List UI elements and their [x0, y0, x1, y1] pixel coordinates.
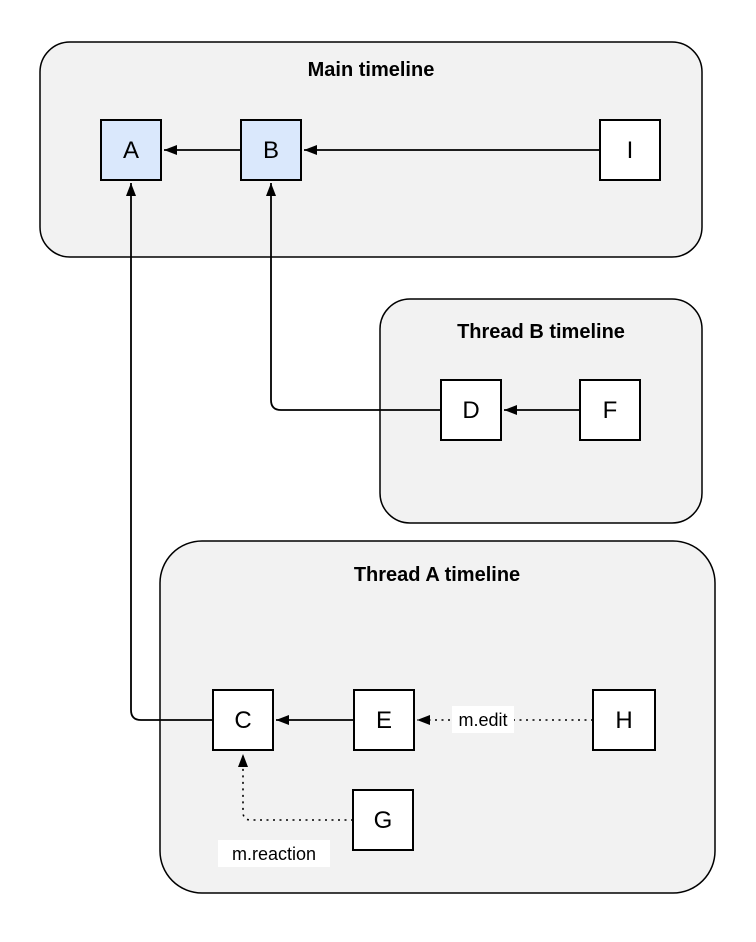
container-thread-a-timeline-title: Thread A timeline — [354, 564, 520, 586]
node-h: H — [592, 689, 656, 751]
node-a-label: A — [123, 137, 139, 164]
node-d-label: D — [462, 397, 479, 424]
node-d-box — [440, 379, 502, 441]
node-f-label: F — [603, 397, 618, 424]
edge-label-m-edit-text: m.edit — [458, 710, 507, 730]
container-main-timeline-title: Main timeline — [308, 59, 435, 81]
node-i-label: I — [627, 137, 634, 164]
node-i-box — [599, 119, 661, 181]
node-g-box — [352, 789, 414, 851]
node-e: E — [353, 689, 415, 751]
node-g: G — [352, 789, 414, 851]
edge-d-to-b — [266, 183, 441, 411]
edge-label-m-reaction-bg — [218, 840, 330, 867]
node-h-label: H — [615, 707, 632, 734]
node-i: I — [599, 119, 661, 181]
edge-label-m-reaction-text: m.reaction — [232, 844, 316, 864]
node-e-label: E — [376, 707, 392, 734]
container-thread-b-timeline-title: Thread B timeline — [457, 321, 625, 343]
node-f: F — [579, 379, 641, 441]
node-f-box — [579, 379, 641, 441]
node-b-label: B — [263, 137, 279, 164]
node-c: C — [212, 689, 274, 751]
container-thread-a-timeline: Thread A timeline — [159, 540, 716, 894]
node-c-label: C — [234, 707, 251, 734]
node-e-box — [353, 689, 415, 751]
edge-label-m-edit: m.edit — [452, 706, 514, 733]
edge-label-m-reaction: m.reaction — [218, 840, 330, 867]
container-thread-b-timeline: Thread B timeline — [379, 298, 703, 524]
node-a: A — [100, 119, 162, 181]
node-a-box — [100, 119, 162, 181]
container-thread-a-timeline-box — [159, 540, 716, 894]
container-thread-b-timeline-box — [379, 298, 703, 524]
node-h-box — [592, 689, 656, 751]
node-g-label: G — [374, 807, 393, 834]
node-b-box — [240, 119, 302, 181]
node-b: B — [240, 119, 302, 181]
edge-c-to-a — [126, 183, 213, 721]
node-c-box — [212, 689, 274, 751]
edge-label-m-edit-bg — [452, 706, 514, 733]
node-d: D — [440, 379, 502, 441]
